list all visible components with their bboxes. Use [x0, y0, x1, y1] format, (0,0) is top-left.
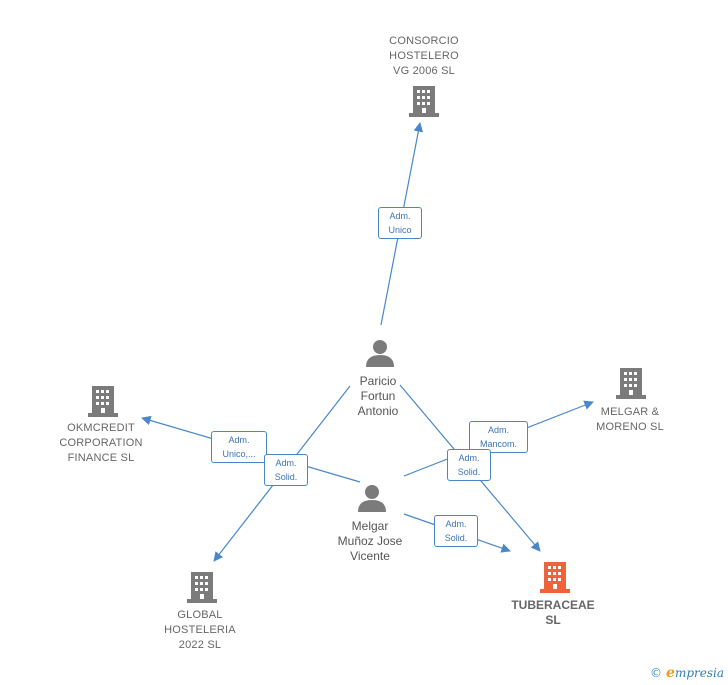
- node-label-tuberaceae[interactable]: TUBERACEAE SL: [511, 598, 595, 627]
- edge-label-paricio-melgar-moreno: Adm. Mancom.: [469, 421, 528, 453]
- node-label-global[interactable]: GLOBAL HOSTELERIA 2022 SL: [164, 609, 236, 651]
- brand-logo: ©empresia: [650, 665, 724, 681]
- building-icon: [616, 368, 646, 399]
- node-label-melgar-moreno[interactable]: MELGAR & MORENO SL: [596, 406, 664, 433]
- edge-label-paricio-global: Adm. Solid.: [264, 454, 308, 486]
- building-icon: [187, 572, 217, 603]
- node-label-melgar-jose[interactable]: Melgar Muñoz Jose Vicente: [337, 519, 403, 563]
- building-icon: [409, 86, 439, 117]
- edge-label-paricio-consorcio: Adm. Unico: [378, 207, 422, 239]
- building-icon-focus: [540, 562, 570, 593]
- building-icon: [88, 386, 118, 417]
- edge-label-paricio-okmcredit: Adm. Unico,...: [211, 431, 267, 463]
- copyright-symbol: ©: [650, 666, 663, 680]
- person-icon: [366, 340, 394, 367]
- brand-name: mpresia: [674, 666, 724, 680]
- edge-label-melgar-tuberaceae-upper: Adm. Solid.: [447, 449, 491, 481]
- node-label-okmcredit[interactable]: OKMCREDIT CORPORATION FINANCE SL: [59, 422, 143, 464]
- node-label-consorcio[interactable]: CONSORCIO HOSTELERO VG 2006 SL: [389, 35, 459, 77]
- node-label-paricio[interactable]: Paricio Fortun Antonio: [357, 374, 399, 418]
- person-icon: [358, 485, 386, 512]
- edge-label-melgar-tuberaceae-lower: Adm. Solid.: [434, 515, 478, 547]
- brand-e: e: [666, 665, 675, 681]
